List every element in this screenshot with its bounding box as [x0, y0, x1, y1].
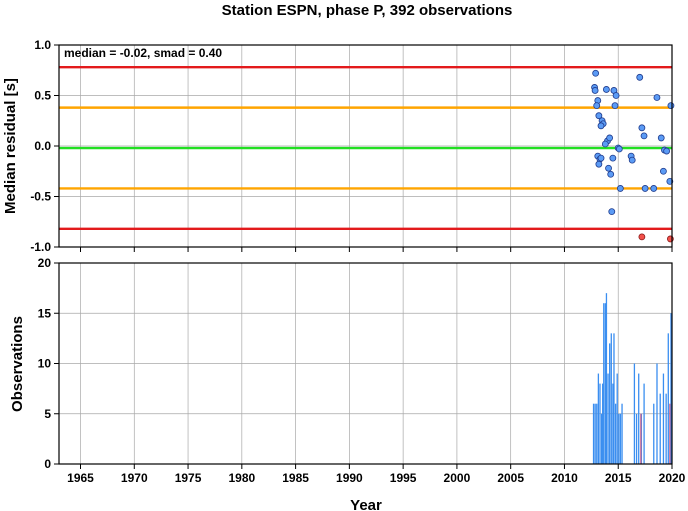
observation-bar [656, 363, 658, 464]
residual-point [608, 208, 616, 216]
x-tick-label: 1995 [390, 471, 417, 485]
observation-bar [597, 373, 600, 464]
stats-annotation: median = -0.02, smad = 0.40 [64, 46, 222, 60]
residual-point [659, 167, 667, 175]
residual-point [640, 132, 648, 140]
x-tick-label: 1980 [228, 471, 255, 485]
residual-point [650, 185, 658, 192]
y-tick-label: 10 [38, 357, 52, 371]
x-tick-label: 2005 [497, 471, 524, 485]
y-tick-label: 20 [38, 256, 52, 270]
residual-point [595, 112, 603, 120]
residual-panel: -1.0 -0.5 0.0 0.5 1.0 median = -0.02, smad = … [30, 38, 675, 254]
y-tick-label: -0.5 [30, 190, 51, 204]
x-tick-label: 2015 [605, 471, 632, 485]
observation-bar [653, 403, 655, 464]
residual-point [666, 177, 674, 185]
residual-point [595, 160, 603, 168]
observation-bar [621, 403, 623, 464]
observation-bar [596, 403, 598, 464]
residual-point [638, 124, 646, 132]
observation-bar [638, 373, 640, 464]
residual-point [607, 170, 615, 178]
observations-y-axis-title: Observations [9, 316, 26, 412]
x-tick-label: 2010 [551, 471, 578, 485]
residual-point [615, 145, 623, 153]
observation-bar [659, 393, 661, 464]
observations-panel: 0 5 10 15 20 1965 1970 1975 1980 1985 1990 1995 2000… [38, 256, 686, 485]
observation-bar [618, 413, 620, 464]
observation-bar [643, 383, 645, 464]
observation-bar [604, 303, 607, 464]
observation-bar [667, 333, 669, 464]
observation-bar [603, 303, 605, 464]
residual-point [612, 92, 620, 99]
observation-bar [635, 413, 638, 464]
observation-bar [616, 373, 618, 464]
residual-point [667, 102, 675, 109]
observation-bar [633, 363, 636, 464]
observation-bar [602, 383, 604, 464]
y-tick-label: 0.0 [34, 139, 51, 153]
observation-bar [612, 383, 614, 464]
outlier-bar [669, 403, 671, 464]
residual-point [605, 164, 612, 172]
residual-point [628, 156, 636, 164]
observation-bar [662, 373, 665, 464]
observation-bar [609, 343, 611, 464]
observation-bar [670, 313, 672, 464]
y-tick-label: 5 [44, 407, 51, 421]
residual-point [597, 154, 605, 162]
x-tick-label: 1965 [67, 471, 94, 485]
x-tick-label: 1975 [175, 471, 202, 485]
observation-bar [619, 413, 622, 464]
observation-bar [607, 373, 609, 464]
plot-frame [58, 262, 673, 465]
residual-point [592, 69, 600, 77]
plot-frame [58, 44, 673, 248]
residual-point [611, 102, 619, 109]
residual-point [593, 102, 601, 109]
y-tick-label: 1.0 [34, 38, 51, 52]
residual-point [609, 154, 617, 162]
residual-point [601, 140, 609, 148]
observation-bar [594, 403, 596, 464]
observation-bar [665, 393, 667, 464]
observation-bar [610, 333, 612, 464]
x-tick-label: 1985 [282, 471, 309, 485]
residual-point [591, 87, 599, 94]
residual-point [641, 185, 649, 192]
x-tick-label: 2000 [444, 471, 471, 485]
y-tick-label: -1.0 [30, 240, 51, 254]
outlier-point [638, 233, 646, 241]
residual-point [636, 73, 644, 81]
chart-title: Station ESPN, phase P, 392 observations [222, 2, 513, 19]
residual-point [616, 185, 624, 192]
residual-y-axis-title: Median residual [s] [2, 78, 19, 214]
outlier-bar [640, 413, 642, 464]
y-tick-label: 0.5 [34, 89, 51, 103]
x-tick-label: 1990 [336, 471, 363, 485]
y-tick-label: 15 [38, 306, 52, 320]
residual-point [597, 122, 605, 130]
x-tick-label: 1970 [121, 471, 148, 485]
observation-bar [599, 383, 601, 464]
observation-bar [613, 333, 615, 464]
residual-point [606, 134, 614, 142]
residual-point [602, 86, 610, 93]
observation-bar [592, 403, 595, 464]
x-tick-label: 2020 [659, 471, 686, 485]
residual-point [663, 147, 671, 155]
observation-bar [605, 293, 608, 464]
residual-point [653, 94, 661, 101]
y-tick-label: 0 [44, 457, 51, 471]
residual-point [657, 134, 665, 142]
x-axis-title: Year [350, 497, 382, 511]
observation-bar [614, 403, 617, 464]
observation-bar [600, 413, 603, 464]
